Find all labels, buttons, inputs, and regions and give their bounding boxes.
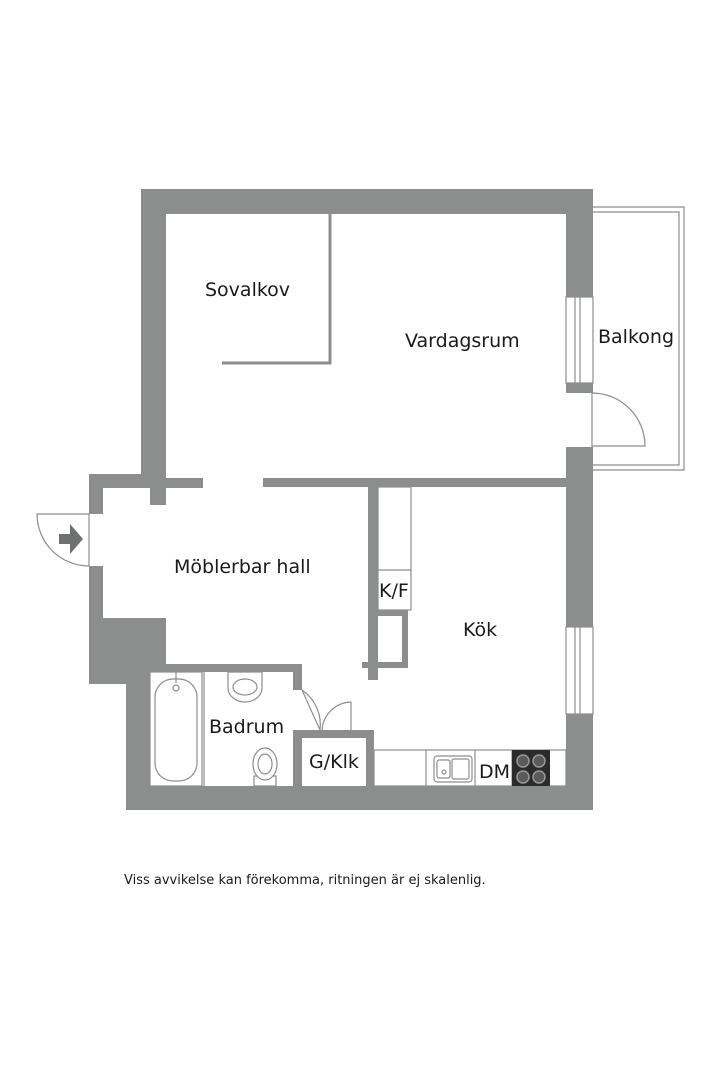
balcony-door [591, 392, 646, 447]
balcony-outline [592, 206, 685, 471]
room-label-hall: Möblerbar hall [174, 556, 311, 578]
sovalkov-partition [222, 214, 332, 365]
entry-arrow-icon [59, 524, 83, 554]
stove-icon [512, 750, 550, 786]
sink-icon [227, 671, 263, 703]
kitchen-cabinets [377, 486, 412, 611]
room-label-sovalkov: Sovalkov [205, 279, 290, 301]
room-label-kok: Kök [463, 619, 497, 641]
entrance-door [36, 513, 90, 567]
window-kitchen [565, 626, 594, 715]
bathroom-door [301, 689, 321, 731]
toilet-icon [252, 747, 278, 787]
interior-walls [150, 477, 566, 786]
label-dm: DM [479, 761, 510, 783]
exterior-walls [89, 189, 593, 810]
wardrobe-door [321, 701, 352, 731]
room-label-balkong: Balkong [598, 326, 674, 348]
kitchen-sink-icon [433, 755, 473, 783]
window-livingroom [565, 296, 594, 384]
bathtub-icon [149, 671, 203, 787]
disclaimer-note: Viss avvikelse kan förekomma, ritningen … [124, 873, 486, 888]
label-kf: K/F [379, 580, 409, 602]
label-gklk: G/Klk [309, 751, 359, 773]
room-label-vardagsrum: Vardagsrum [405, 330, 520, 352]
room-label-badrum: Badrum [209, 716, 284, 738]
